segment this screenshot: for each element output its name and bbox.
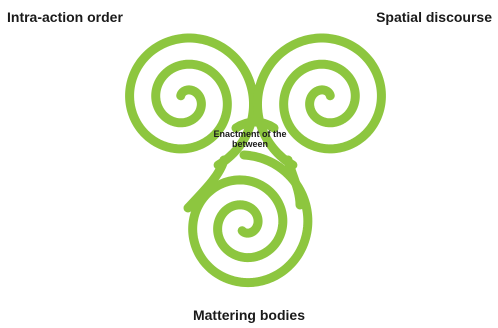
label-intra-action-order: Intra-action order — [7, 9, 123, 25]
connector-top — [236, 122, 274, 128]
label-spatial-discourse: Spatial discourse — [376, 9, 492, 25]
label-enactment-of-the-between: Enactment of the between — [200, 129, 300, 149]
label-mattering-bodies: Mattering bodies — [0, 307, 498, 323]
